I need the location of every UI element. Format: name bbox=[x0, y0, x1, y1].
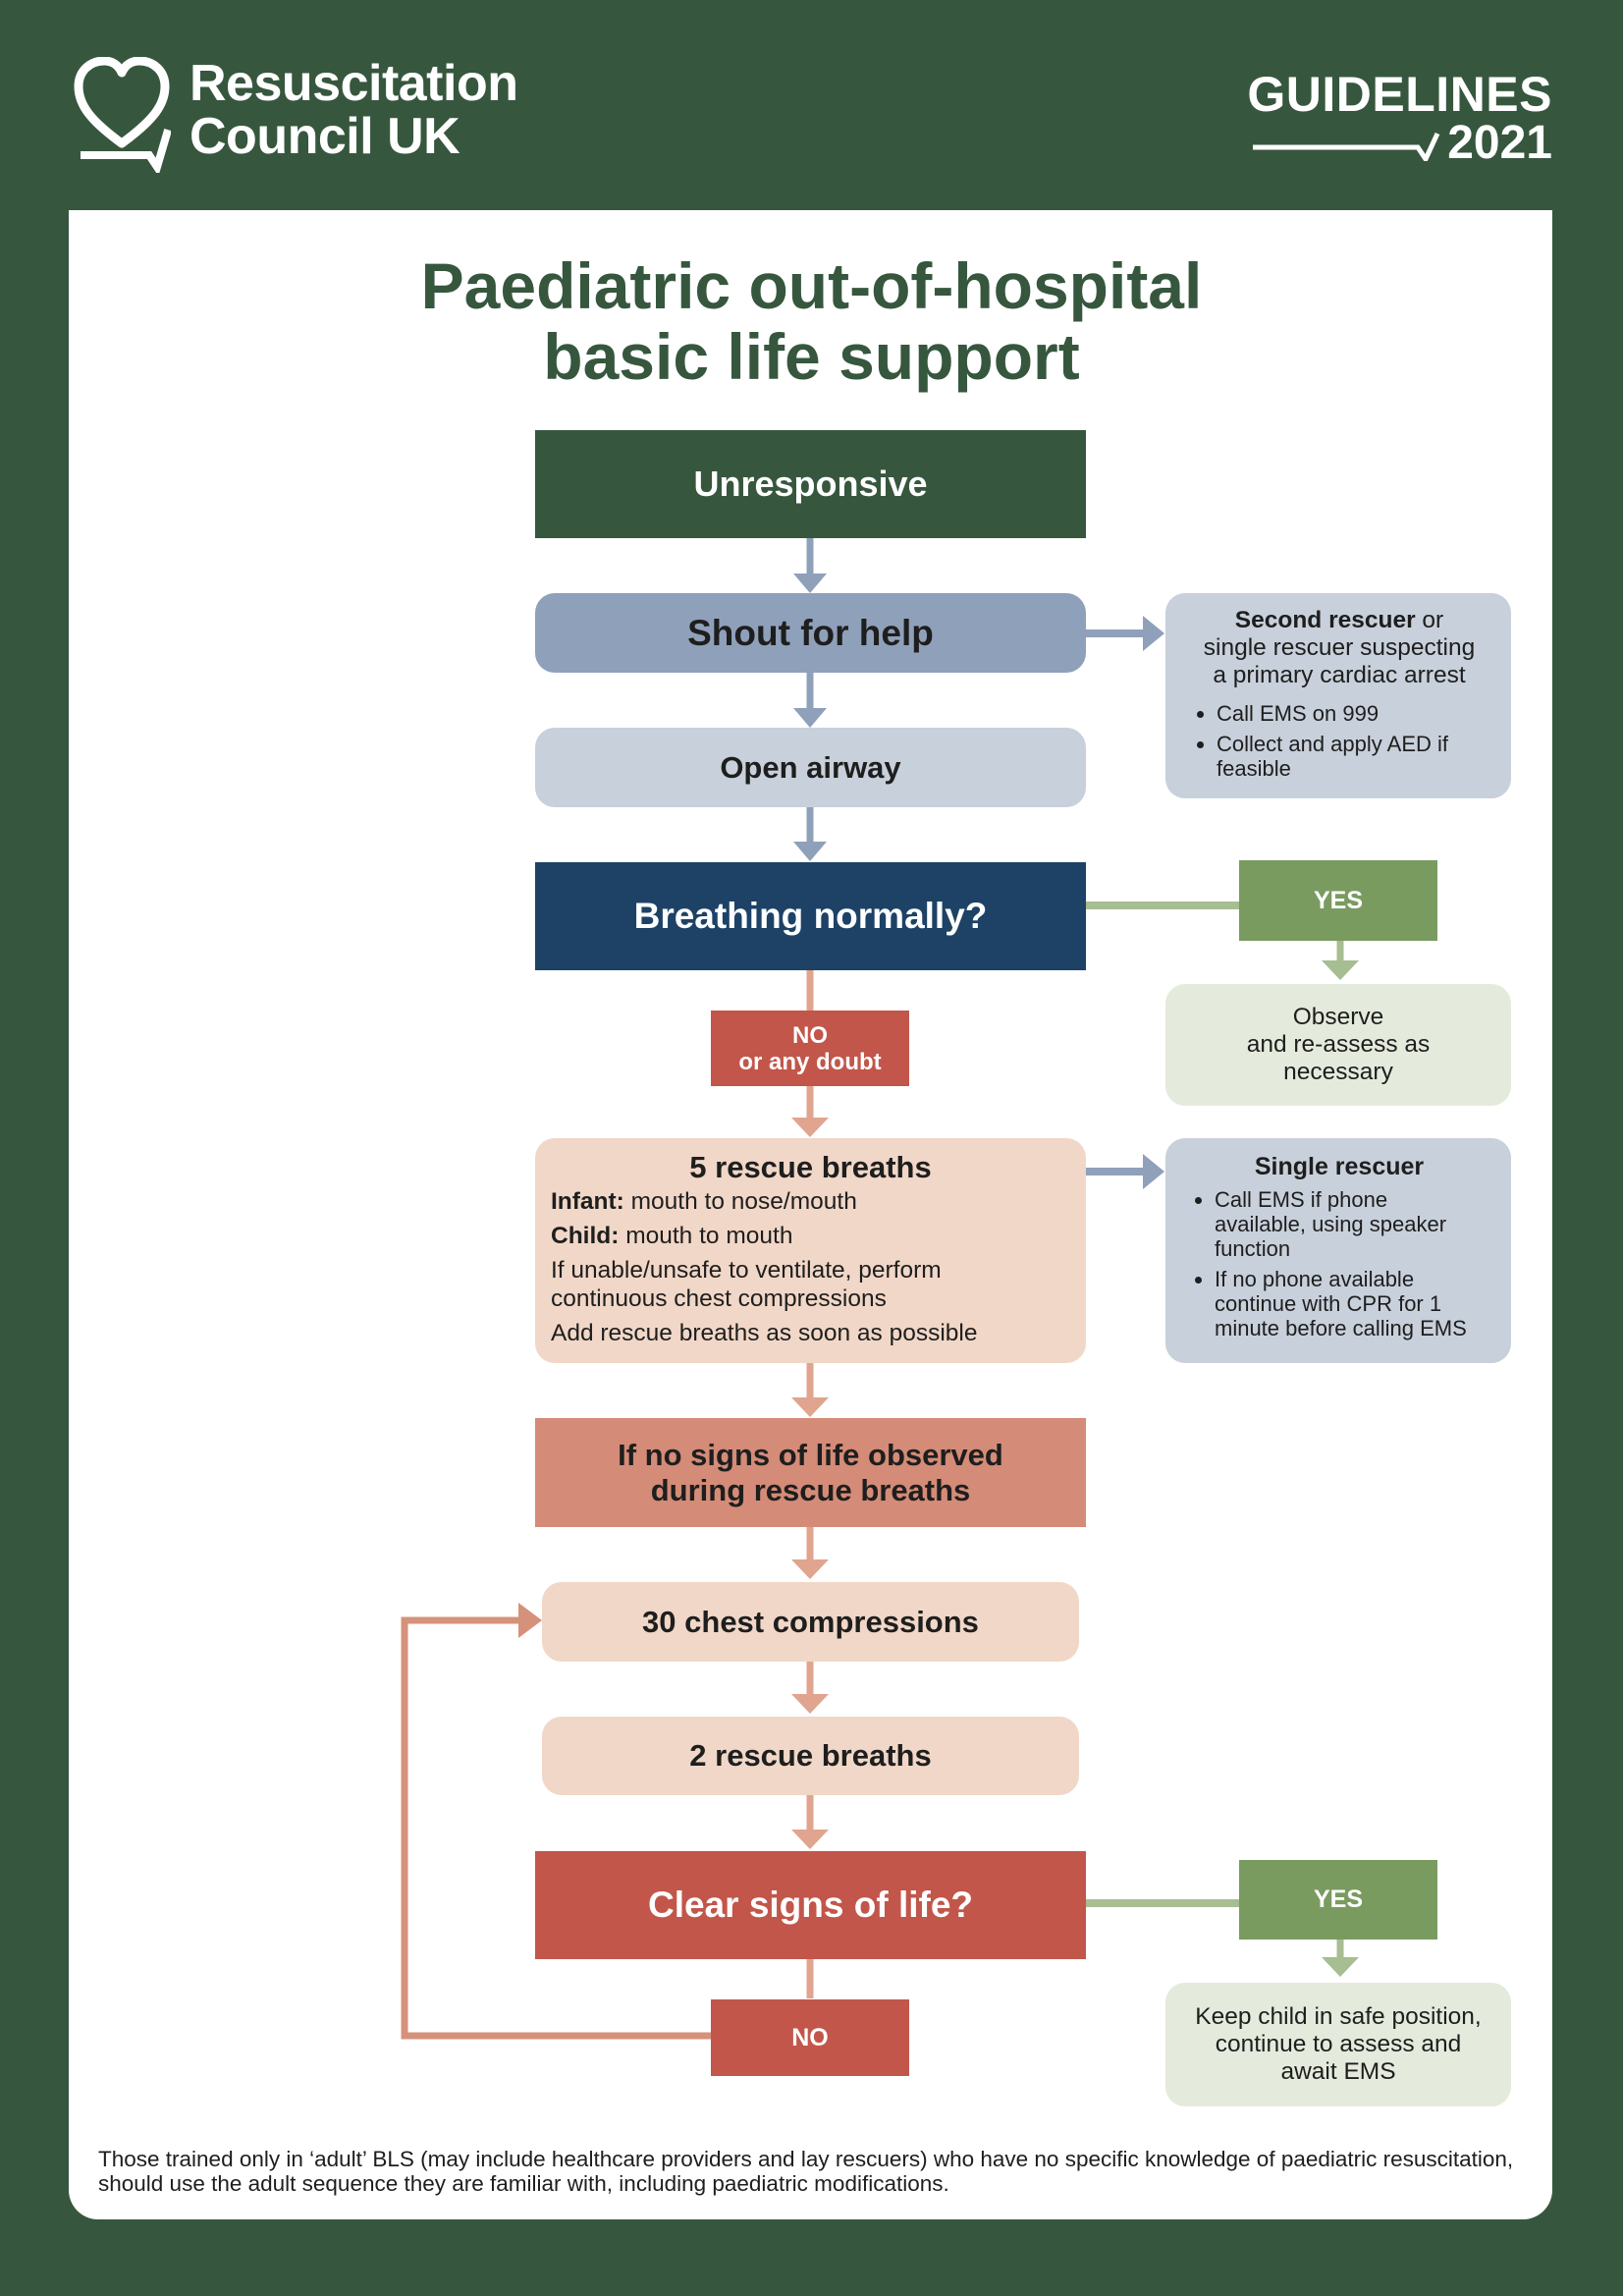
observe-line3: necessary bbox=[1283, 1059, 1393, 1085]
arrowhead bbox=[793, 842, 827, 861]
step-shout-for-help: Shout for help bbox=[535, 593, 1086, 673]
arrowhead bbox=[791, 1830, 829, 1849]
second-rescuer-line2: single rescuer suspecting bbox=[1203, 634, 1476, 661]
footer-note: Those trained only in ‘adult’ BLS (may i… bbox=[98, 2147, 1514, 2196]
page-title-line1: Paediatric out-of-hospital bbox=[420, 249, 1203, 322]
second-rescuer-heading: Second rescuer or single rescuer suspect… bbox=[1179, 607, 1499, 689]
step-open-airway-label: Open airway bbox=[720, 749, 901, 785]
arrowhead bbox=[1322, 960, 1359, 980]
org-name-line1: Resuscitation bbox=[189, 55, 518, 112]
infant-text: mouth to nose/mouth bbox=[623, 1188, 857, 1215]
branch-yes-clear-signs: YES bbox=[1239, 1860, 1437, 1940]
decision-clear-signs-of-life: Clear signs of life? bbox=[535, 1851, 1086, 1959]
step-unresponsive: Unresponsive bbox=[535, 430, 1086, 538]
arrowhead bbox=[793, 708, 827, 728]
branch-no-label: NO bbox=[792, 1021, 828, 1049]
step-shout-label: Shout for help bbox=[687, 612, 934, 653]
step-observe: Observe and re-assess as necessary bbox=[1165, 984, 1511, 1106]
arrowhead bbox=[793, 574, 827, 593]
unable-line1: If unable/unsafe to ventilate, perform bbox=[551, 1257, 942, 1284]
step-keep-child-safe: Keep child in safe position, continue to… bbox=[1165, 1983, 1511, 2106]
second-rescuer-bold: Second rescuer bbox=[1234, 607, 1416, 633]
step-unresponsive-label: Unresponsive bbox=[693, 464, 928, 504]
org-name: Resuscitation Council UK bbox=[189, 55, 518, 165]
child-instruction: Child: mouth to mouth bbox=[551, 1222, 792, 1250]
branch-no-or-doubt: NO or any doubt bbox=[711, 1011, 909, 1086]
keep-child-line3: await EMS bbox=[1280, 2058, 1396, 2085]
decision-breathing-label: Breathing normally? bbox=[633, 896, 988, 936]
infant-label: Infant: bbox=[551, 1188, 624, 1215]
step-no-signs-of-life: If no signs of life observed during resc… bbox=[535, 1418, 1086, 1527]
branch-no-label-2: NO bbox=[791, 2023, 829, 2051]
guidelines-label: GUIDELINES bbox=[1247, 67, 1552, 122]
second-rescuer-line1: Second rescuer or bbox=[1179, 607, 1499, 634]
list-item: If no phone available continue with CPR … bbox=[1215, 1267, 1501, 1340]
second-rescuer-or: or bbox=[1415, 607, 1444, 633]
decision-breathing-normally: Breathing normally? bbox=[535, 862, 1086, 970]
observe-line2: and re-assess as bbox=[1246, 1031, 1431, 1058]
guidelines-year: 2021 bbox=[1447, 117, 1552, 169]
unable-line2: continuous chest compressions bbox=[551, 1285, 887, 1312]
observe-line1: Observe bbox=[1292, 1004, 1384, 1030]
yes-label-1: YES bbox=[1313, 886, 1364, 914]
two-breaths-label: 2 rescue breaths bbox=[689, 1738, 932, 1773]
clear-signs-label: Clear signs of life? bbox=[647, 1885, 973, 1925]
info-single-rescuer: Single rescuer Call EMS if phone availab… bbox=[1165, 1138, 1511, 1363]
info-second-rescuer: Second rescuer or single rescuer suspect… bbox=[1165, 593, 1511, 798]
no-signs-line1: If no signs of life observed bbox=[618, 1437, 1003, 1472]
arrowhead bbox=[791, 1694, 829, 1714]
connector-no-loop-back bbox=[401, 1616, 713, 2040]
heart-logo-icon bbox=[74, 57, 171, 173]
arrowhead bbox=[1322, 1957, 1359, 1977]
arrowhead bbox=[1143, 616, 1164, 651]
guidelines-year-row: 2021 bbox=[1247, 120, 1552, 167]
branch-yes-breathing: YES bbox=[1239, 860, 1437, 941]
second-rescuer-list: Call EMS on 999 Collect and apply AED if… bbox=[1179, 701, 1499, 781]
step-30-chest-compressions: 30 chest compressions bbox=[542, 1582, 1079, 1662]
org-name-line2: Council UK bbox=[189, 108, 460, 165]
arrowhead bbox=[791, 1397, 829, 1417]
list-item: Call EMS on 999 bbox=[1217, 701, 1499, 726]
checkmark-line-icon bbox=[1253, 132, 1440, 161]
child-text: mouth to mouth bbox=[619, 1223, 793, 1249]
arrowhead bbox=[791, 1559, 829, 1579]
arrowhead bbox=[791, 1118, 829, 1137]
compressions-label: 30 chest compressions bbox=[642, 1604, 979, 1639]
second-rescuer-line3: a primary cardiac arrest bbox=[1213, 662, 1466, 688]
add-breaths-instruction: Add rescue breaths as soon as possible bbox=[551, 1320, 978, 1346]
branch-doubt-label: or any doubt bbox=[738, 1048, 882, 1075]
list-item: Call EMS if phone available, using speak… bbox=[1215, 1187, 1460, 1261]
page-title-line2: basic life support bbox=[543, 320, 1080, 393]
guidelines-badge: GUIDELINES 2021 bbox=[1247, 69, 1552, 167]
single-rescuer-title: Single rescuer bbox=[1254, 1153, 1425, 1180]
branch-no: NO bbox=[711, 1999, 909, 2076]
arrowhead bbox=[518, 1603, 542, 1638]
single-rescuer-list: Call EMS if phone available, using speak… bbox=[1177, 1187, 1501, 1340]
child-label: Child: bbox=[551, 1223, 620, 1249]
unable-instruction: If unable/unsafe to ventilate, perform c… bbox=[551, 1256, 942, 1313]
list-item: Collect and apply AED if feasible bbox=[1217, 732, 1472, 781]
step-open-airway: Open airway bbox=[535, 728, 1086, 807]
arrowhead bbox=[1143, 1154, 1164, 1189]
yes-label-2: YES bbox=[1313, 1886, 1364, 1913]
page-title: Paediatric out-of-hospital basic life su… bbox=[0, 250, 1623, 392]
keep-child-line2: continue to assess and bbox=[1215, 2031, 1462, 2057]
step-5-rescue-breaths: 5 rescue breaths Infant: mouth to nose/m… bbox=[535, 1138, 1086, 1363]
infant-instruction: Infant: mouth to nose/mouth bbox=[551, 1187, 857, 1216]
step-5-breaths-title: 5 rescue breaths bbox=[689, 1150, 932, 1184]
step-2-rescue-breaths: 2 rescue breaths bbox=[542, 1717, 1079, 1795]
keep-child-line1: Keep child in safe position, bbox=[1195, 2003, 1482, 2030]
no-signs-line2: during rescue breaths bbox=[650, 1472, 971, 1507]
